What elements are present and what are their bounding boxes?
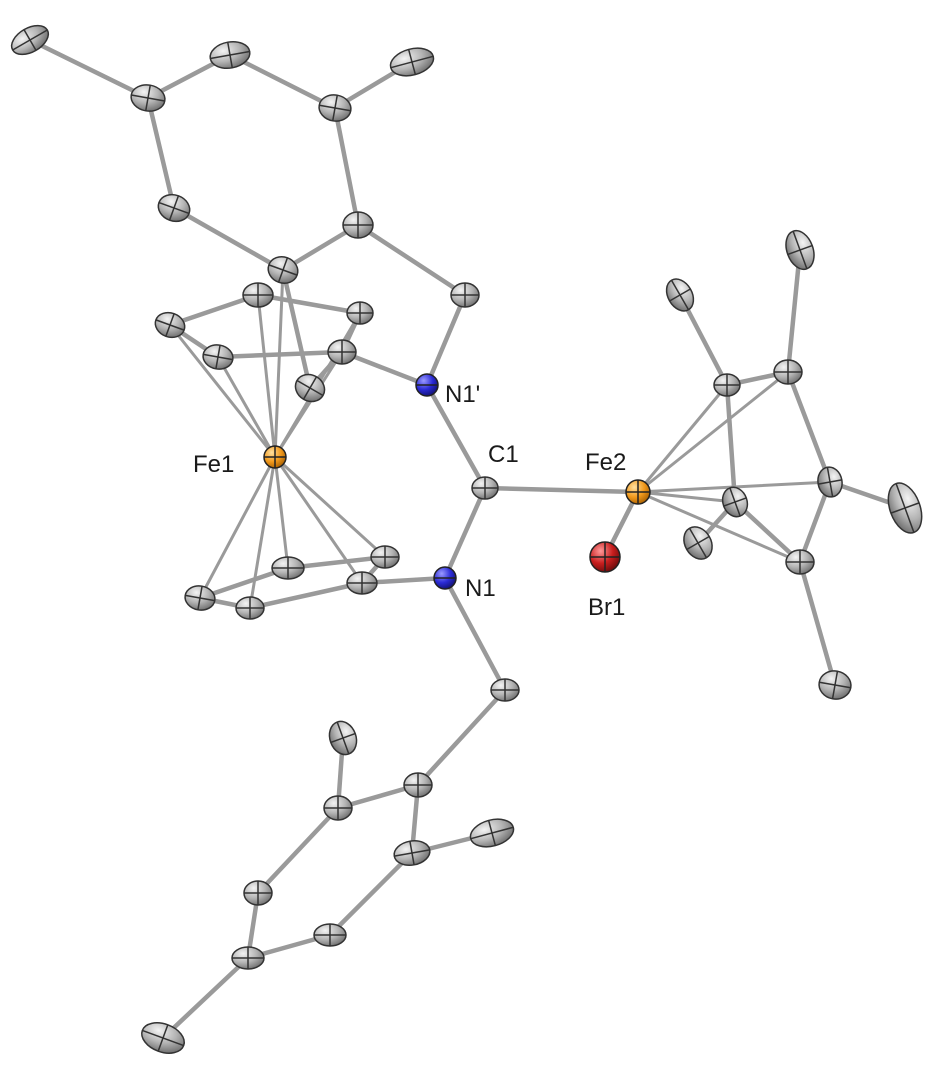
bond [247, 580, 365, 611]
hetero-atoms [263, 373, 651, 590]
bond [167, 292, 261, 328]
bond [273, 455, 364, 585]
carbon-atom [209, 40, 251, 70]
carbon-atom [346, 571, 378, 595]
carbon-atom [243, 880, 273, 906]
carbon-atom [313, 923, 347, 947]
carbon-atom [721, 486, 749, 518]
carbon-atom [817, 466, 843, 498]
bond [273, 350, 344, 459]
carbon-atom [318, 94, 352, 122]
bond [442, 485, 488, 581]
bond [724, 382, 738, 505]
carbon-atom [271, 556, 305, 580]
bond [636, 383, 729, 494]
carbon-atom [267, 256, 299, 284]
carbon-atom [328, 720, 358, 756]
bond [255, 805, 341, 896]
bond [797, 559, 838, 688]
label-br1: Br1 [588, 594, 625, 621]
carbon-atom [294, 373, 326, 403]
bond [442, 575, 508, 693]
carbon-atom [202, 344, 234, 370]
bond [424, 292, 468, 388]
carbon-atom [231, 946, 265, 970]
bond [256, 293, 277, 459]
label-n1p: N1' [445, 381, 480, 408]
bond [255, 292, 363, 316]
iron-atom-fe1 [263, 445, 287, 469]
carbon-atom [327, 339, 357, 365]
bond [332, 105, 361, 228]
carbon-atom [10, 24, 50, 56]
carbon-atom [683, 526, 713, 560]
bond [273, 455, 290, 570]
bonds [27, 37, 908, 1041]
carbon-atom [389, 47, 435, 77]
carbon-atom [157, 193, 191, 223]
carbon-atom [342, 211, 374, 239]
carbon-atom [713, 373, 741, 397]
bond [227, 52, 338, 111]
carbon-atom [490, 678, 520, 702]
atom-labels: Fe1 Fe2 C1 N1' N1 Br1 [193, 381, 626, 621]
carbon-atom [887, 482, 923, 534]
carbon-atom [471, 476, 499, 500]
carbon-atom [393, 840, 431, 866]
carbon-atom [154, 311, 186, 339]
carbon-atom [370, 545, 400, 569]
carbon-atom [242, 282, 274, 308]
carbon-atom [785, 549, 815, 575]
bond [327, 850, 415, 938]
bond [216, 355, 277, 459]
bond [198, 455, 277, 600]
bond [636, 490, 802, 564]
carbon-atom [130, 84, 166, 112]
bromine-atom-br1 [589, 541, 621, 573]
carbon-atom [469, 818, 515, 848]
carbon-atom [141, 1022, 185, 1054]
bond [160, 955, 251, 1041]
label-c1: C1 [488, 441, 519, 468]
bond [355, 222, 468, 298]
bond [636, 370, 790, 494]
carbon-atom [773, 359, 803, 385]
label-n1: N1 [465, 575, 496, 602]
nitrogen-atom-n1 [433, 566, 457, 590]
carbon-atom [184, 585, 216, 611]
bond [171, 205, 286, 273]
bond [273, 268, 285, 459]
carbon-atom [403, 772, 433, 798]
bond [636, 490, 737, 504]
carbon-atom [323, 795, 353, 821]
bond [424, 382, 488, 491]
carbon-atom [346, 301, 374, 325]
bond [280, 267, 313, 391]
bond [248, 455, 277, 610]
bond [27, 37, 151, 101]
bond [145, 95, 177, 211]
carbon-atom [450, 282, 480, 308]
bond [339, 349, 430, 388]
carbon-atom [818, 670, 852, 700]
bond [415, 687, 508, 788]
carbon-atom [785, 229, 815, 271]
bond [168, 323, 277, 459]
iron-atom-fe2 [625, 479, 651, 505]
bond [785, 369, 833, 485]
carbon-atom [665, 278, 695, 312]
label-fe1: Fe1 [193, 451, 234, 478]
carbon-atoms [10, 24, 923, 1054]
bond [273, 455, 387, 559]
label-fe2: Fe2 [585, 449, 626, 476]
carbon-atom [235, 596, 265, 620]
nitrogen-atom-n1p [415, 373, 439, 397]
bond [785, 247, 803, 375]
bond [482, 485, 641, 495]
